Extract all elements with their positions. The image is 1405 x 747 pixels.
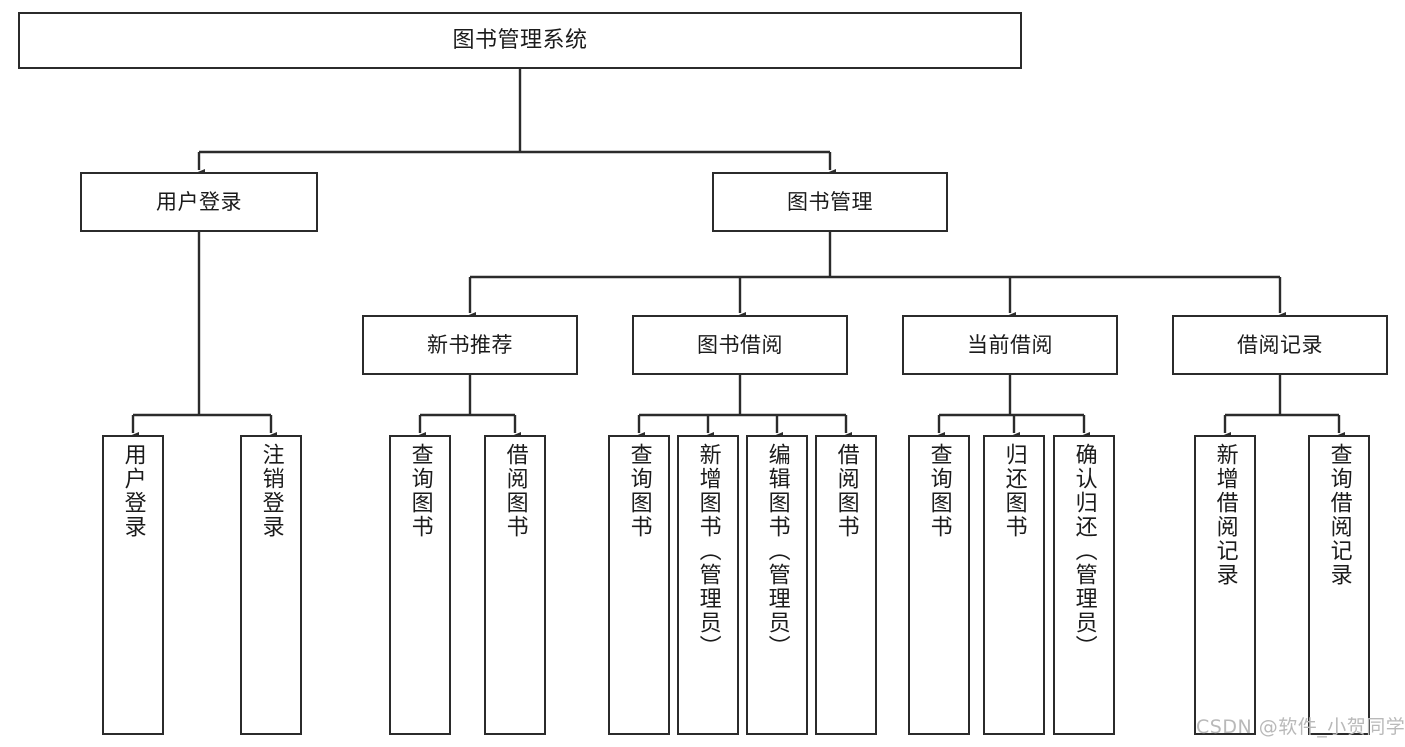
node-leaf-add-record: 新增借阅记录 (1194, 435, 1256, 735)
node-l2-borrow: 图书借阅 (632, 315, 848, 375)
node-leaf-query-book-2: 查询图书 (608, 435, 670, 735)
node-label: 用户登录 (156, 189, 242, 214)
node-label: 新增图书（管理员） (695, 443, 721, 659)
node-label: 查询图书 (926, 443, 952, 539)
node-l2-current: 当前借阅 (902, 315, 1118, 375)
node-label: 编辑图书（管理员） (764, 443, 790, 659)
node-label: 借阅记录 (1237, 332, 1323, 357)
csdn-watermark: CSDN @软件_小贺同学 (1196, 716, 1405, 738)
node-label: 注销登录 (258, 443, 284, 539)
node-l2-record: 借阅记录 (1172, 315, 1388, 375)
node-leaf-add-book: 新增图书（管理员） (677, 435, 739, 735)
node-label: 查询图书 (407, 443, 433, 539)
node-label: 图书借阅 (697, 332, 783, 357)
node-label: 查询借阅记录 (1326, 443, 1352, 587)
node-label: 借阅图书 (502, 443, 528, 539)
node-leaf-user-login: 用户登录 (102, 435, 164, 735)
node-leaf-edit-book: 编辑图书（管理员） (746, 435, 808, 735)
node-leaf-query-book-3: 查询图书 (908, 435, 970, 735)
node-l2-new-book: 新书推荐 (362, 315, 578, 375)
node-label: 新增借阅记录 (1212, 443, 1238, 587)
node-label: 用户登录 (120, 443, 146, 539)
node-label: 图书管理 (787, 189, 873, 214)
node-label: 确认归还（管理员） (1071, 443, 1097, 659)
node-label: 借阅图书 (833, 443, 859, 539)
node-leaf-query-record: 查询借阅记录 (1308, 435, 1370, 735)
node-l1-user-login: 用户登录 (80, 172, 318, 232)
node-label: 图书管理系统 (452, 27, 588, 53)
node-leaf-query-book-1: 查询图书 (389, 435, 451, 735)
node-label: 查询图书 (626, 443, 652, 539)
node-leaf-logout: 注销登录 (240, 435, 302, 735)
node-root: 图书管理系统 (18, 12, 1022, 69)
node-label: 新书推荐 (427, 332, 513, 357)
node-leaf-return-book: 归还图书 (983, 435, 1045, 735)
node-leaf-confirm-return: 确认归还（管理员） (1053, 435, 1115, 735)
node-l1-book-manage: 图书管理 (712, 172, 948, 232)
node-leaf-borrow-book-1: 借阅图书 (484, 435, 546, 735)
node-label: 当前借阅 (967, 332, 1053, 357)
node-leaf-borrow-book-2: 借阅图书 (815, 435, 877, 735)
node-label: 归还图书 (1001, 443, 1027, 539)
